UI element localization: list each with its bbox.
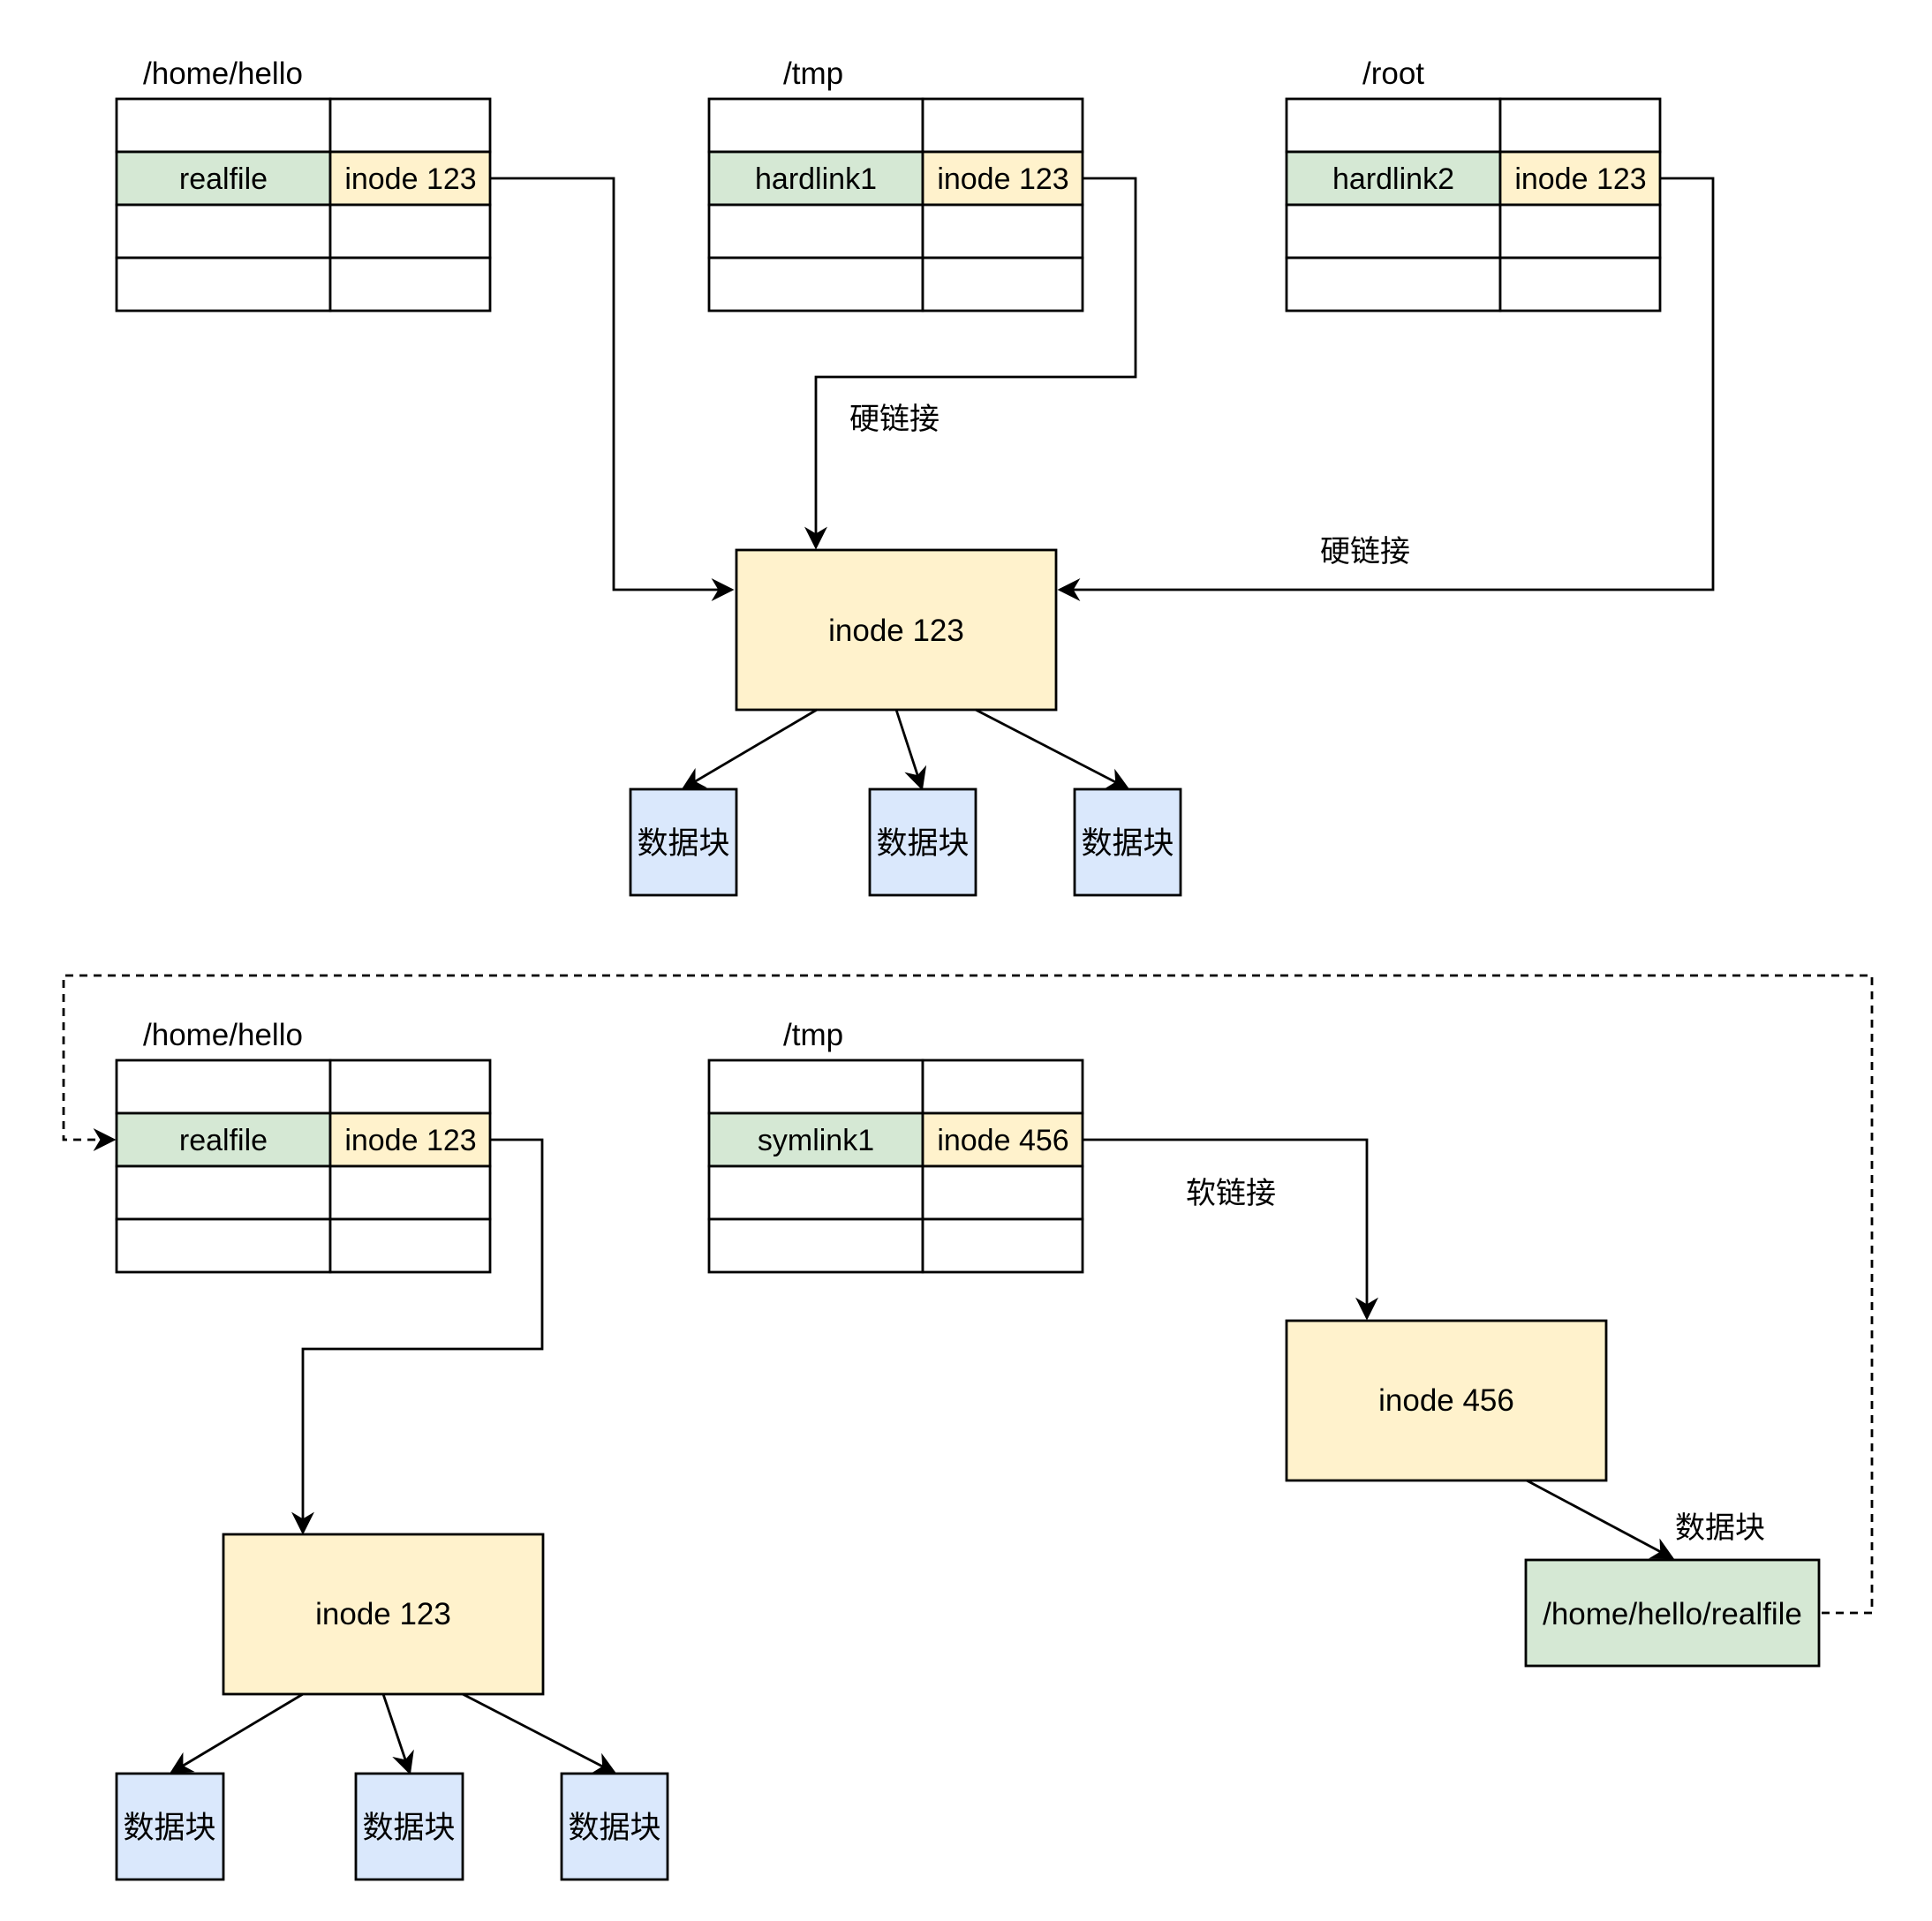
file-inode: inode 123 <box>344 1124 476 1157</box>
dir-title: /root <box>1362 56 1424 91</box>
soft-link-section: /home/hello realfile inode 123 /tmp syml… <box>62 974 1874 1881</box>
inode-box <box>735 548 1058 712</box>
edge-inode-to-block <box>681 708 818 790</box>
table-cell <box>707 203 924 260</box>
data-block-label: 数据块 <box>876 826 969 862</box>
edge-label-hardlink: 硬链接 <box>849 403 940 436</box>
inode-box-label: inode 456 <box>1378 1383 1514 1418</box>
data-block <box>560 1772 669 1881</box>
hard-link-section: /home/hello realfile inode 123 /tmp hard… <box>115 56 1715 897</box>
name-cell <box>115 1111 332 1168</box>
inode-cell <box>921 1111 1084 1168</box>
table-cell <box>328 97 492 154</box>
table-cell <box>921 1164 1084 1221</box>
path-block <box>1524 1558 1821 1668</box>
table-cell <box>328 1164 492 1221</box>
dir-table-tmp-2: /tmp symlink1 inode 456 <box>707 1018 1084 1274</box>
dir-title: /home/hello <box>143 56 303 91</box>
edge-hardlink1-to-inode <box>804 177 1137 550</box>
table-cell <box>707 1217 924 1274</box>
inode-box-label: inode 123 <box>315 1597 451 1631</box>
edge-realfile-to-inode <box>490 177 735 601</box>
edge-inode-to-block <box>975 708 1130 790</box>
data-block <box>1073 787 1182 897</box>
edge-hardlink2-to-inode <box>1057 177 1715 601</box>
dir-table-home-hello: /home/hello realfile inode 123 <box>115 56 492 313</box>
table-cell <box>115 97 332 154</box>
data-block-label: 数据块 <box>637 826 729 862</box>
table-cell <box>328 203 492 260</box>
table-cell <box>115 203 332 260</box>
table-cell <box>115 1217 332 1274</box>
data-block-label: 数据块 <box>123 1811 215 1846</box>
table-cell <box>115 1058 332 1115</box>
edge-inode-to-path-block <box>1526 1479 1675 1560</box>
table-cell <box>328 1058 492 1115</box>
table-cell <box>1498 203 1662 260</box>
file-inode: inode 123 <box>937 162 1068 196</box>
table-cell <box>921 97 1084 154</box>
edge-inode-to-block <box>169 1692 304 1774</box>
dir-table-home-hello-2: /home/hello realfile inode 123 <box>115 1018 492 1274</box>
file-name: symlink1 <box>758 1124 874 1157</box>
edge-inode-to-block <box>381 1693 414 1775</box>
file-name: realfile <box>179 1124 268 1157</box>
inode-box <box>222 1533 545 1696</box>
edge-inode-to-block <box>894 709 927 791</box>
inode-cell <box>328 1111 492 1168</box>
inode-box-symlink <box>1285 1319 1608 1482</box>
table-cell <box>921 256 1084 313</box>
data-block-label: 数据块 <box>1081 826 1174 862</box>
data-block-label: 数据块 <box>568 1811 660 1846</box>
data-block-label: 数据块 <box>362 1811 455 1846</box>
table-cell <box>1285 203 1502 260</box>
dir-table-tmp: /tmp hardlink1 inode 123 <box>707 56 1084 313</box>
file-inode: inode 456 <box>937 1124 1068 1157</box>
dir-table-root: /root hardlink2 inode 123 <box>1285 56 1662 313</box>
data-block <box>629 787 738 897</box>
data-block <box>868 787 977 897</box>
inode-cell <box>328 150 492 207</box>
edge-label-hardlink: 硬链接 <box>1320 535 1410 569</box>
data-block <box>115 1772 225 1881</box>
data-block <box>354 1772 464 1881</box>
file-inode: inode 123 <box>1514 162 1646 196</box>
table-cell <box>707 256 924 313</box>
table-cell <box>115 256 332 313</box>
dir-title: /home/hello <box>143 1018 303 1052</box>
edge-label-softlink: 软链接 <box>1186 1177 1276 1210</box>
table-cell <box>1285 97 1502 154</box>
table-cell <box>921 203 1084 260</box>
table-cell <box>921 1217 1084 1274</box>
edge-symlink-to-inode <box>1083 1138 1378 1321</box>
table-cell <box>707 1058 924 1115</box>
table-cell <box>328 1217 492 1274</box>
name-cell <box>115 150 332 207</box>
dir-title: /tmp <box>783 1018 843 1052</box>
path-block-label: /home/hello/realfile <box>1543 1597 1802 1631</box>
edge-inode-to-block <box>462 1692 617 1774</box>
edge-realfile-to-inode <box>291 1138 544 1535</box>
table-cell <box>328 256 492 313</box>
edge-label-datablock: 数据块 <box>1675 1511 1765 1545</box>
inode-box-label: inode 123 <box>828 614 964 648</box>
file-name: hardlink2 <box>1332 162 1454 196</box>
table-cell <box>1285 256 1502 313</box>
file-name: realfile <box>179 162 268 196</box>
table-cell <box>1498 97 1662 154</box>
table-cell <box>1498 256 1662 313</box>
inode-cell <box>1498 150 1662 207</box>
dir-title: /tmp <box>783 56 843 91</box>
table-cell <box>707 97 924 154</box>
table-cell <box>921 1058 1084 1115</box>
file-inode: inode 123 <box>344 162 476 196</box>
file-name: hardlink1 <box>755 162 877 196</box>
table-cell <box>707 1164 924 1221</box>
table-cell <box>115 1164 332 1221</box>
